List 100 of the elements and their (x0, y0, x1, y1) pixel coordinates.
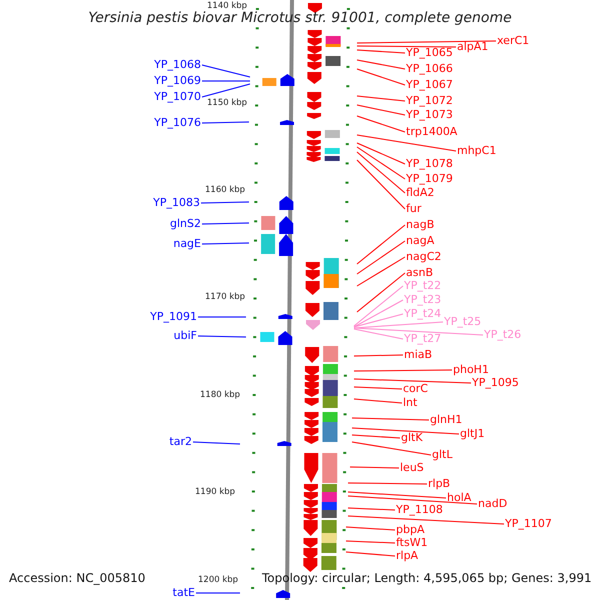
leader-line (354, 370, 452, 372)
gene-label: nagB (406, 218, 434, 230)
footer-text: Accession: NC_005810 (9, 570, 146, 586)
leader-line (352, 434, 400, 438)
leader-line (356, 224, 406, 264)
gene-label: YP_1068 (154, 58, 201, 70)
leader-line (202, 64, 250, 78)
leader-line (202, 84, 250, 98)
gene-label: YP_1108 (396, 502, 443, 516)
leader-line (356, 142, 406, 164)
gene-label: gltJ1 (460, 426, 485, 440)
leader-line (348, 508, 396, 510)
leader-line (354, 328, 484, 336)
gene-label: YP_1095 (472, 376, 519, 388)
leader-line (354, 354, 404, 356)
scale-label: 1160 kbp (205, 185, 246, 195)
gene-label: mhpC1 (457, 144, 496, 156)
leader-line (198, 336, 246, 338)
leader-line (356, 240, 406, 274)
gene-label: fldA2 (406, 186, 434, 198)
leader-line (356, 152, 406, 194)
gene-label: YP_1067 (406, 78, 453, 90)
leader-line (202, 80, 250, 82)
leader-line (354, 386, 402, 390)
leader-line (356, 96, 406, 102)
leader-line (356, 104, 406, 116)
gene-label: YP_1079 (406, 172, 453, 184)
leader-line (356, 256, 406, 286)
gene-label: YP_t23 (404, 292, 442, 306)
gene-label: ftsW1 (396, 536, 428, 548)
leader-line (354, 328, 404, 340)
title: Yersinia pestis biovar Microtus str. 91001, complete genome (87, 10, 513, 27)
gene-label: tar2 (169, 434, 192, 448)
gene-label: YP_t22 (404, 278, 442, 292)
gene-label: YP_t27 (404, 332, 442, 344)
gene-label: YP_t26 (484, 328, 522, 340)
gene-label: YP_1070 (154, 90, 201, 102)
gene-label: nadD (478, 496, 508, 510)
leader-line (348, 492, 446, 498)
gene-label: YP_1066 (406, 62, 453, 74)
gene-label: nagA (406, 234, 434, 246)
leader-line (352, 428, 460, 434)
leader-line (348, 516, 504, 524)
leader-line (202, 242, 250, 244)
gene-label: ubiF (174, 328, 197, 342)
gene-label: tatE (172, 586, 195, 598)
gene-label: miaB (404, 348, 432, 360)
leader-line (202, 122, 250, 124)
gene-label: YP_t24 (404, 306, 442, 320)
leader-line (352, 418, 430, 420)
leader-line (200, 202, 250, 204)
leader-line (354, 286, 404, 326)
gene-label: nagE (173, 236, 201, 250)
gene-label: rlpB (428, 476, 450, 490)
scale-label: 1180 kbp (200, 390, 240, 400)
gene-label: corC (403, 382, 428, 394)
scale-label: 1170 kbp (205, 292, 246, 302)
leader-line (356, 50, 406, 54)
leader-line (356, 40, 496, 44)
leader-line (356, 116, 406, 132)
scale-label: 1150 kbp (207, 98, 248, 108)
gene-label: YP_1078 (406, 156, 453, 170)
gene-label: YP_t25 (444, 314, 482, 328)
gene-label: YP_1083 (153, 196, 200, 208)
gene-label: gltK (401, 430, 423, 444)
leader-line (354, 300, 404, 328)
leader-line (346, 552, 396, 556)
gene-label: fur (406, 202, 422, 214)
leader-line (198, 316, 246, 318)
leader-line (196, 592, 240, 594)
gene-label: YP_1107 (505, 516, 552, 530)
leader-line (356, 146, 406, 180)
gene-label: phoH1 (453, 362, 489, 376)
scale-label: 1140 kbp (207, 1, 248, 11)
leader-line (356, 46, 456, 48)
gene-label: alpA1 (457, 40, 488, 52)
gene-label: YP_1065 (406, 46, 453, 58)
gene-label: YP_1073 (406, 108, 453, 120)
scale-label: 1200 kbp (198, 575, 238, 585)
leader-line (192, 442, 240, 444)
gene-label: asnB (406, 266, 433, 278)
leader-line (348, 496, 478, 504)
gene-label: YP_1072 (406, 94, 453, 106)
gene-label: rlpA (396, 548, 418, 562)
leader-line (356, 272, 406, 312)
gene-label: holA (447, 490, 472, 504)
gene-label: nagC2 (406, 250, 442, 262)
gene-label: xerC1 (497, 34, 530, 46)
gene-label: leuS (400, 460, 424, 474)
gene-label: pbpA (396, 522, 424, 536)
leader-line (354, 378, 472, 384)
gene-label: YP_1076 (154, 116, 201, 128)
gene-label: YP_1069 (154, 74, 201, 86)
leader-line (346, 526, 396, 530)
gene-label: glnH1 (430, 412, 462, 426)
leader-line (348, 482, 428, 484)
leader-line (354, 398, 402, 404)
leader-line (356, 160, 406, 210)
gene-label: lnt (403, 396, 418, 408)
leader-line (350, 466, 400, 468)
